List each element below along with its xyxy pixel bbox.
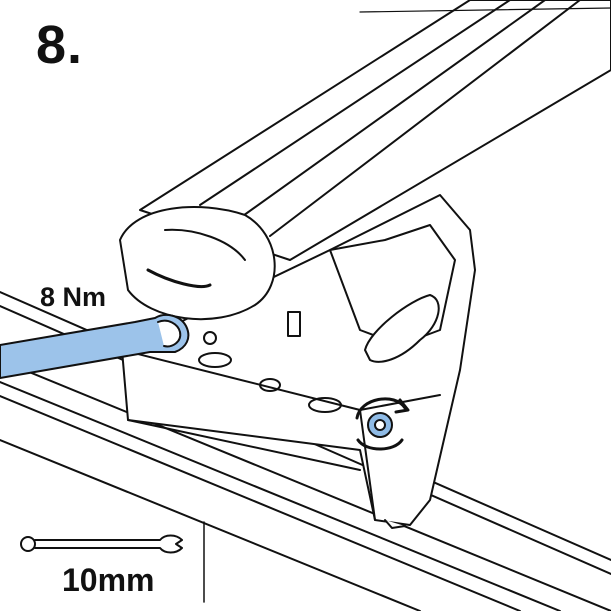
mounting-slots [198, 331, 342, 413]
combination-wrench-icon [20, 534, 183, 554]
torque-label: 8 Nm [40, 282, 107, 312]
tool-size-label: 10mm [62, 562, 155, 598]
step-number: 8. [36, 15, 84, 75]
bolt-icon [367, 412, 393, 438]
wrench-icon [0, 313, 190, 379]
clamp-mechanism [287, 224, 456, 363]
crossbar-end-cap [119, 206, 276, 321]
rotation-arrow-icon [355, 397, 410, 451]
crossbar [139, 0, 611, 261]
